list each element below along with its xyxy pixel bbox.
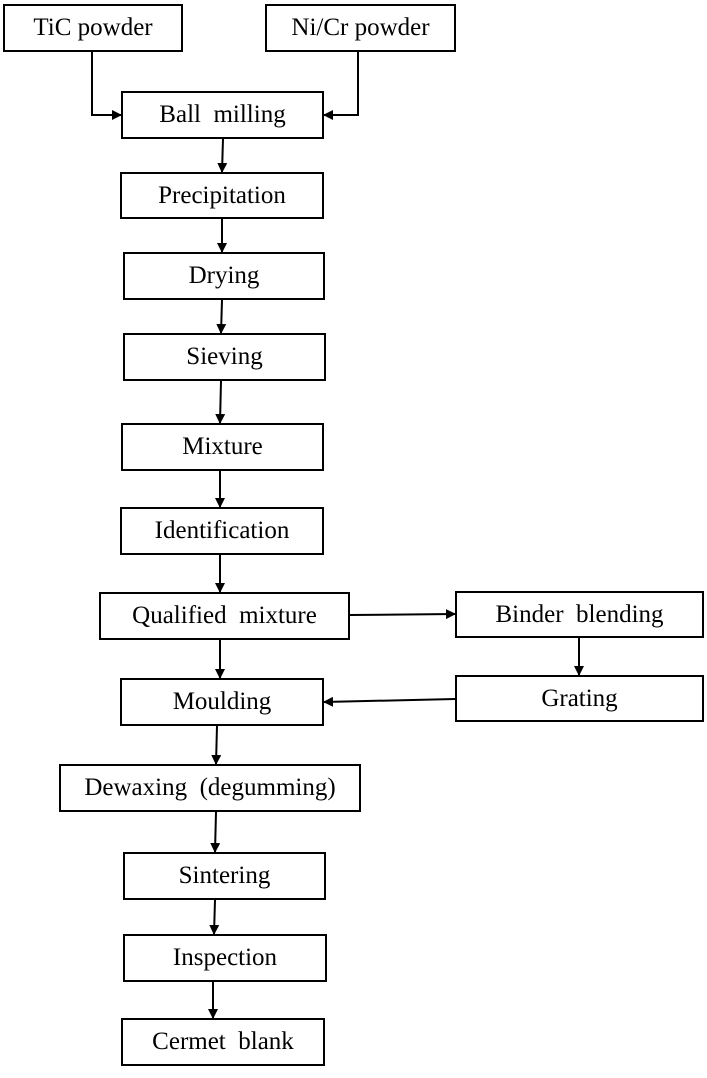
node-sintering: Sintering bbox=[123, 852, 326, 900]
edge-nicr-powder-to-ball-milling bbox=[323, 52, 359, 120]
node-qualified-mixture: Qualified mixture bbox=[99, 592, 350, 640]
edge-tic-powder-to-ball-milling bbox=[91, 52, 122, 120]
edge-qualified-mixture-to-binder-blending bbox=[349, 609, 456, 620]
edge-sieving-to-mixture bbox=[215, 380, 226, 424]
node-tic-powder: TiC powder bbox=[3, 4, 183, 52]
edge-ball-milling-to-precipitation bbox=[217, 138, 228, 173]
edge-grating-to-moulding bbox=[323, 696, 456, 707]
node-cermet-blank: Cermet blank bbox=[121, 1018, 325, 1066]
edge-drying-to-sieving bbox=[216, 299, 227, 334]
node-dewaxing: Dewaxing (degumming) bbox=[59, 764, 361, 812]
edge-sintering-to-inspection bbox=[209, 899, 220, 935]
node-precipitation: Precipitation bbox=[120, 172, 324, 219]
node-ball-milling: Ball milling bbox=[121, 91, 324, 139]
node-drying: Drying bbox=[123, 252, 325, 300]
node-moulding: Moulding bbox=[120, 678, 324, 726]
node-identification: Identification bbox=[120, 507, 324, 555]
edge-dewaxing-to-sintering bbox=[210, 811, 221, 853]
node-grating: Grating bbox=[455, 675, 704, 722]
node-sieving: Sieving bbox=[123, 333, 326, 381]
node-binder-blending: Binder blending bbox=[455, 591, 704, 638]
node-inspection: Inspection bbox=[123, 934, 327, 982]
edge-moulding-to-dewaxing bbox=[211, 725, 222, 765]
node-nicr-powder: Ni/Cr powder bbox=[265, 4, 456, 52]
node-mixture: Mixture bbox=[121, 423, 324, 471]
